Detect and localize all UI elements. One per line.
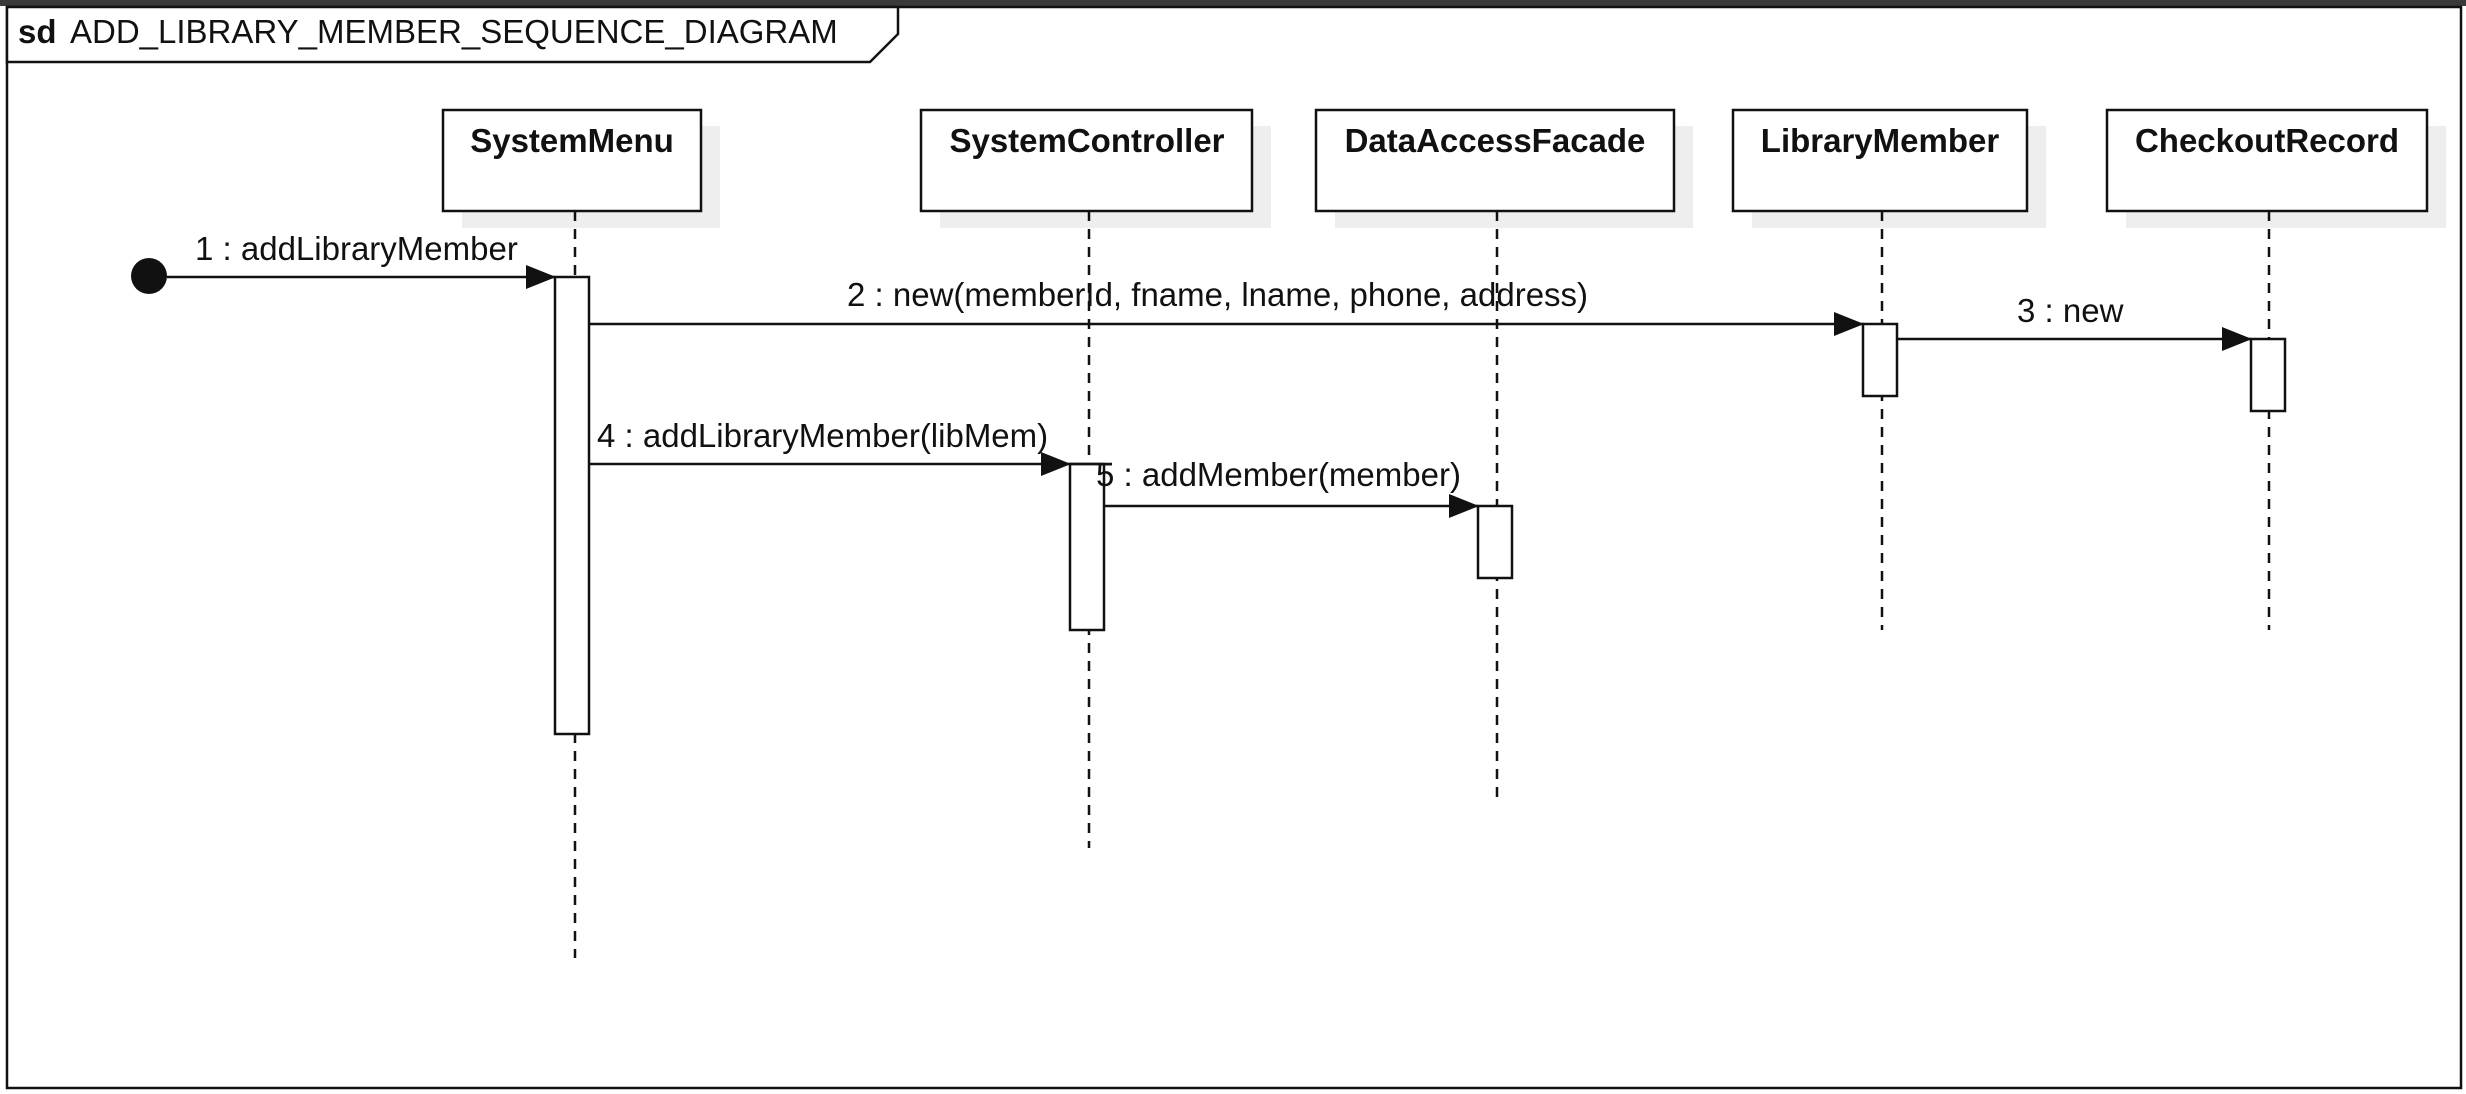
frame-keyword: sd — [18, 13, 57, 50]
lifeline-name: SystemMenu — [470, 122, 674, 159]
frame-title: ADD_LIBRARY_MEMBER_SEQUENCE_DIAGRAM — [70, 13, 838, 50]
frame-title-tab — [5, 5, 900, 64]
window-top-border — [0, 0, 2466, 6]
lifeline-name: DataAccessFacade — [1345, 122, 1646, 159]
activation-bar-system-menu — [553, 275, 591, 736]
message-label-5: 5 : addMember(member) — [1096, 456, 1461, 493]
lifeline-head-checkout-record[interactable] — [2105, 108, 2429, 213]
activation-bar-data-access-facade — [1476, 504, 1514, 580]
activation-bar-checkout-record — [2249, 337, 2287, 413]
message-label-3: 3 : new — [2017, 292, 2124, 329]
lifeline-name: SystemController — [949, 122, 1224, 159]
initial-node — [131, 258, 167, 294]
lifeline-head-system-controller[interactable] — [919, 108, 1254, 213]
message-label-2: 2 : new(memberId, fname, lname, phone, a… — [847, 276, 1588, 313]
lifeline-data-access-facade: DataAccessFacade — [1314, 108, 1693, 800]
lifeline-library-member: LibraryMember — [1731, 108, 2046, 630]
message-label-1: 1 : addLibraryMember — [195, 230, 518, 267]
activation-bar-system-controller — [1068, 462, 1106, 632]
lifeline-system-menu: SystemMenu — [441, 108, 720, 958]
lifeline-head-system-menu[interactable] — [441, 108, 703, 213]
lifeline-checkout-record: CheckoutRecord — [2105, 108, 2446, 630]
message-label-4: 4 : addLibraryMember(libMem) — [597, 417, 1048, 454]
lifeline-head-library-member[interactable] — [1731, 108, 2029, 213]
activation-bar-library-member — [1861, 322, 1899, 398]
lifeline-head-data-access-facade[interactable] — [1314, 108, 1676, 213]
lifeline-name: LibraryMember — [1761, 122, 2000, 159]
lifeline-name: CheckoutRecord — [2135, 122, 2399, 159]
lifeline-system-controller: SystemController — [919, 108, 1271, 848]
diagram-frame — [5, 5, 2463, 1090]
